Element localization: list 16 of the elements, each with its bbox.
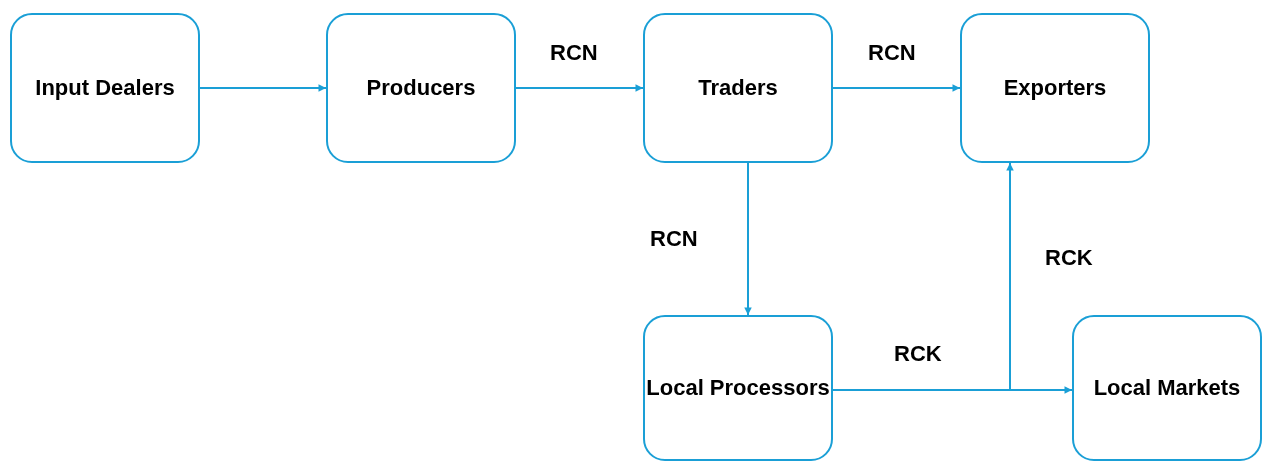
process-box [10, 13, 200, 163]
arrow [515, 84, 644, 92]
arrow [832, 84, 961, 92]
process-box [326, 13, 516, 163]
node-label: Traders [698, 73, 778, 102]
node-label: Input Dealers [35, 73, 175, 102]
node-label: Producers [366, 73, 476, 102]
node-label: Local Markets [1093, 373, 1241, 402]
process-box [643, 13, 833, 163]
process-box [643, 315, 833, 461]
arrow [199, 84, 327, 92]
arrow [744, 162, 752, 316]
process-box [960, 13, 1150, 163]
node-label: Local Processors [646, 373, 830, 402]
node-label: Exporters [1003, 73, 1107, 102]
process-box [1072, 315, 1262, 461]
